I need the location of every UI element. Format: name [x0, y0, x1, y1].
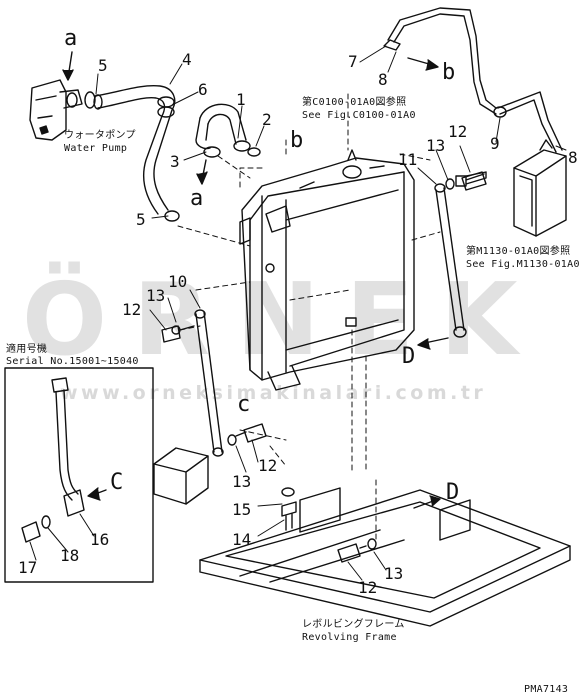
label-18: 18 [60, 546, 80, 565]
label-12-mid: 12 [258, 456, 278, 475]
stay-right [434, 171, 487, 338]
callout-b-right: b [442, 60, 456, 85]
callout-b-mid: b [290, 128, 304, 153]
label-5-top: 5 [98, 56, 108, 75]
stay-left [161, 309, 224, 457]
callout-c-mid: c [237, 392, 251, 417]
label-10: 10 [168, 272, 188, 291]
label-16: 16 [90, 530, 110, 549]
label-15: 15 [232, 500, 252, 519]
label-13-left: 13 [146, 286, 166, 305]
label-12-bottom: 12 [358, 578, 378, 597]
label-12-left: 12 [122, 300, 142, 319]
label-17: 17 [18, 558, 38, 577]
serial-label-en: Serial No.15001~15040 [6, 356, 139, 367]
frame-label-en: Revolving Frame [302, 632, 397, 643]
label-12-right: 12 [448, 122, 468, 141]
upper-hose [84, 84, 180, 222]
water-pump-label-jp: ウォータポンプ [64, 130, 136, 141]
radiator [239, 149, 415, 391]
label-6: 6 [198, 80, 208, 99]
drawing-code: PMA7143 [524, 684, 569, 695]
watermark-site: www.orneksimakinalari.com.tr [60, 382, 487, 404]
label-8-right: 8 [568, 148, 578, 167]
bolt-right [445, 171, 487, 191]
label-4: 4 [182, 50, 192, 69]
mount-bracket [153, 447, 209, 505]
label-7: 7 [348, 52, 358, 71]
fig-ref-m1130-en: See Fig.M1130-01A0 [466, 259, 580, 270]
label-13-mid: 13 [232, 472, 252, 491]
watermark-brand: ÖRNEK [22, 261, 544, 378]
label-11: 11 [398, 150, 418, 169]
revolving-frame [199, 487, 571, 627]
label-13-right: 13 [426, 136, 446, 155]
hidden-lines [177, 93, 441, 541]
label-1: 1 [236, 90, 246, 109]
callout-d-bottom: D [446, 480, 460, 505]
fig-ref-c0100-jp: 第C0100-01A0図参照 [302, 97, 407, 108]
label-8-top: 8 [378, 70, 388, 89]
overflow-tube [383, 7, 563, 153]
callout-d-mid: D [402, 344, 416, 369]
reserve-tank [513, 139, 567, 237]
fig-ref-m1130-jp: 第M1130-01A0図参照 [466, 246, 571, 257]
label-13-bottom: 13 [384, 564, 404, 583]
bolt-14-15 [281, 487, 297, 531]
callout-c-inset: C [110, 470, 124, 495]
fig-ref-c0100-en: See Fig.C0100-01A0 [302, 110, 416, 121]
serial-label-jp: 適用号機 [6, 344, 48, 355]
serial-inset [4, 367, 154, 583]
bolt-mid [227, 423, 267, 446]
label-2: 2 [262, 110, 272, 129]
water-pump-label-en: Water Pump [64, 143, 128, 154]
label-14: 14 [232, 530, 252, 549]
label-9: 9 [490, 134, 500, 153]
label-3: 3 [170, 152, 180, 171]
label-5-low: 5 [136, 210, 146, 229]
radiator-hose [195, 103, 261, 158]
frame-label-jp: レボルビングフレーム [302, 619, 405, 630]
bolt-bottom [337, 538, 377, 563]
leader-lines [29, 45, 567, 581]
callout-a-top: a [64, 26, 78, 51]
water-pump [29, 79, 83, 141]
callout-a-mid: a [190, 186, 204, 211]
